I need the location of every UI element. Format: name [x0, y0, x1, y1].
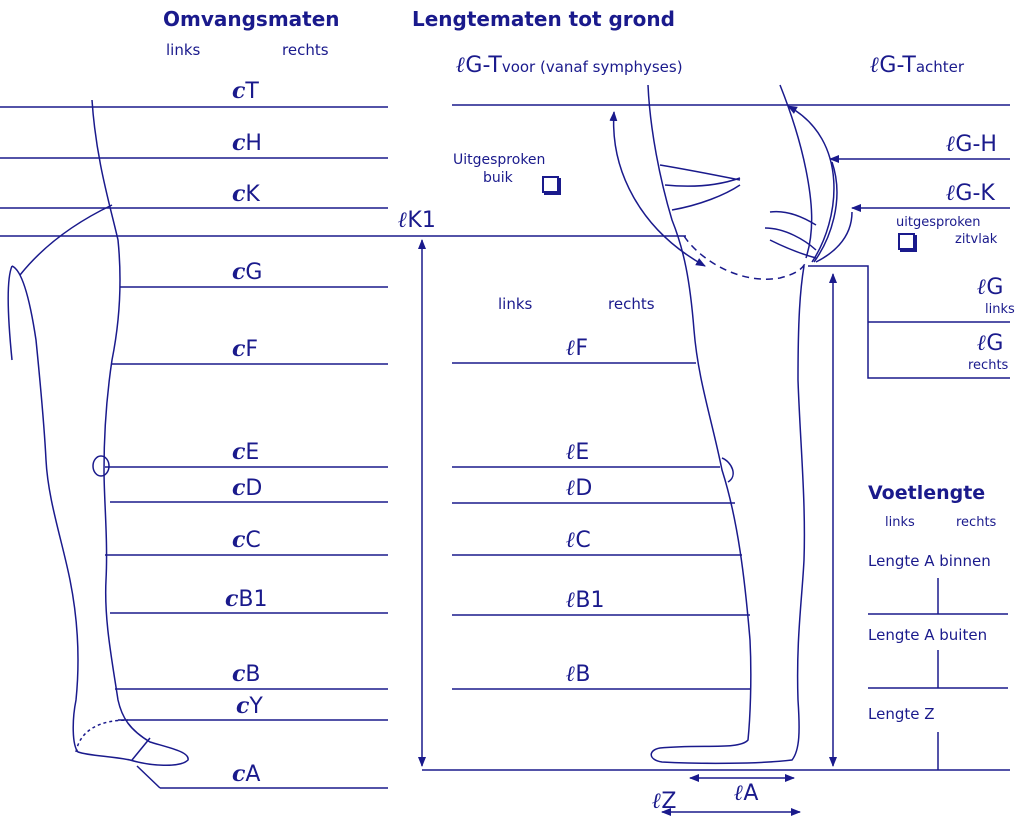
label-l-b: ℓB	[566, 661, 591, 687]
leg-left-outline-back	[8, 266, 12, 360]
label-l-b1: ℓB1	[566, 587, 605, 613]
label-l-z: ℓZ	[652, 788, 676, 814]
label-c-g: cG	[232, 259, 262, 285]
crotch-dash	[684, 236, 806, 279]
foot-left-ankle-line	[132, 738, 150, 760]
arrow-l-gt-front	[614, 112, 705, 266]
foot-left-heel-dash	[76, 720, 128, 752]
voet-rechts-label: rechts	[956, 515, 996, 530]
label-l-e: ℓE	[566, 439, 589, 465]
buik-label-line1: Uitgesproken	[453, 152, 545, 168]
zitvlak-label-line1: uitgesproken	[896, 215, 981, 230]
leg-left-hip-curve	[20, 205, 112, 275]
belly-curve-3	[672, 185, 740, 210]
zitvlak-checkbox[interactable]	[898, 233, 915, 250]
label-foot-z: Lengte Z	[868, 705, 935, 723]
label-c-h: cH	[232, 130, 262, 156]
label-c-b: cB	[232, 661, 261, 687]
buik-checkbox[interactable]	[542, 176, 559, 193]
leg-mid-front	[648, 85, 804, 763]
label-c-d: cD	[232, 475, 262, 501]
heading-lengtematen: Lengtematen tot grond	[412, 7, 675, 31]
label-c-f: cF	[232, 336, 258, 362]
label-l-f: ℓF	[566, 335, 588, 361]
label-c-t: cT	[232, 78, 259, 104]
label-l-a: ℓA	[734, 780, 758, 806]
line-c-a-pointer	[137, 766, 160, 788]
label-c-y: cY	[236, 693, 263, 719]
label-c-c: cC	[232, 527, 261, 553]
label-l-gt-front: ℓG-Tvoor (vanaf symphyses)	[456, 52, 683, 78]
zitvlak-curve-1	[770, 212, 816, 225]
label-l-g-rechts: ℓG	[977, 330, 1003, 356]
zitvlak-label-line2: zitvlak	[955, 232, 997, 247]
label-c-e: cE	[232, 439, 259, 465]
label-c-a: cA	[232, 761, 260, 787]
leg-left-outline-front	[12, 100, 188, 765]
lengte-rechts-label: rechts	[608, 295, 655, 313]
omvang-rechts-label: rechts	[282, 41, 329, 59]
knee-left	[93, 456, 109, 476]
omvang-links-label: links	[166, 41, 200, 59]
label-l-g-links-sub: links	[985, 302, 1015, 317]
knee-mid	[722, 458, 733, 482]
heading-voetlengte: Voetlengte	[868, 482, 985, 504]
buik-label-line2: buik	[483, 170, 513, 186]
label-foot-a-binnen: Lengte A binnen	[868, 552, 1016, 570]
label-foot-a-buiten: Lengte A buiten	[868, 626, 1016, 644]
voet-links-label: links	[885, 515, 915, 530]
label-c-b1: cB1	[225, 586, 268, 612]
heading-omvangsmaten: Omvangsmaten	[163, 7, 340, 31]
label-l-c: ℓC	[566, 527, 591, 553]
label-l-k1: ℓK1	[398, 207, 436, 233]
label-l-g-links: ℓG	[977, 274, 1003, 300]
label-c-k: cK	[232, 181, 260, 207]
lengte-links-label: links	[498, 295, 532, 313]
label-l-gk: ℓG-K	[946, 180, 995, 206]
belly-curve-2	[665, 178, 740, 186]
label-l-gt-back: ℓG-Tachter	[870, 52, 964, 78]
belly-curve-1	[660, 165, 740, 180]
label-l-gh: ℓG-H	[946, 131, 997, 157]
label-l-d: ℓD	[566, 475, 592, 501]
label-l-g-rechts-sub: rechts	[968, 358, 1008, 373]
